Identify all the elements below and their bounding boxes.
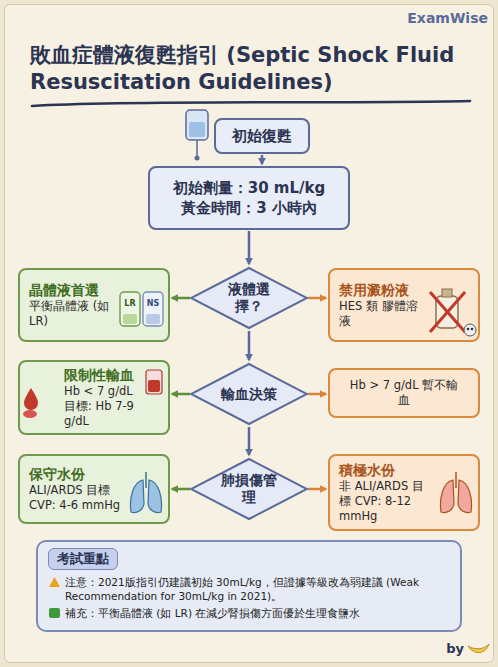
- orange-box: 禁用澱粉液HES 類 膠體溶液: [328, 268, 480, 342]
- node-heading: 限制性輸血: [64, 366, 146, 384]
- node-heading: 保守水份: [29, 465, 122, 483]
- decision-diamond: 肺損傷管理: [189, 457, 309, 521]
- blood-drop-icon: [23, 388, 38, 418]
- node-heading: 初始劑量：30 mL/kg: [158, 178, 340, 198]
- flow-arrow: [248, 427, 251, 455]
- orange-box: Hb > 7 g/dL 暫不輸血: [328, 368, 480, 418]
- note-panel: 考試重點注意：2021版指引仍建議初始 30mL/kg，但證據等級改為弱建議 (…: [36, 540, 462, 632]
- green-box: 限制性輸血Hb < 7 g/dL 目標: Hb 7-9 g/dL: [18, 360, 170, 435]
- bag-label: NS: [143, 299, 163, 308]
- flow-arrow: [172, 488, 190, 491]
- node-heading: Hb > 7 g/dL 暫不輸血: [346, 378, 462, 408]
- node-heading: 禁用澱粉液: [339, 281, 426, 299]
- flow-arrow: [308, 488, 326, 491]
- signature-label: by: [436, 641, 464, 656]
- node-body: 注意：2021版指引仍建議初始 30mL/kg，但證據等級改為弱建議 (Weak…: [48, 575, 450, 603]
- blood-bag-icon: [146, 370, 162, 394]
- flow-arrow: [308, 297, 326, 300]
- flow-arrow: [261, 155, 264, 164]
- node-body: 補充：平衡晶體液 (如 LR) 在減少腎損傷方面優於生理食鹽水: [48, 606, 450, 620]
- lungs-icon: [131, 472, 162, 513]
- node-heading: 液體選擇？: [217, 281, 281, 315]
- node-heading: 輸血決策: [221, 386, 277, 403]
- flow-arrow: [248, 331, 251, 360]
- node-heading: 初始復甦: [222, 126, 302, 146]
- flow-arrow: [308, 393, 326, 396]
- crystalloid-bags-icon: [120, 292, 163, 326]
- node-heading: 晶體液首選: [29, 281, 116, 299]
- banana-icon: [468, 644, 489, 653]
- flow-arrow: [248, 231, 251, 264]
- node-body: ALI/ARDS 目標 CVP: 4-6 mmHg: [29, 483, 122, 513]
- green-box: 保守水份ALI/ARDS 目標 CVP: 4-6 mmHg: [18, 454, 170, 524]
- node-body: 黃金時間：3 小時內: [158, 198, 340, 218]
- orange-box: 積極水份非 ALI/ARDS 目標 CVP: 8-12 mmHg: [328, 454, 480, 531]
- iv-bag-icon: [186, 110, 208, 161]
- node-body: 平衡晶體液 (如 LR): [29, 299, 116, 329]
- flow-arrow: [172, 393, 190, 396]
- decision-diamond: 輸血決策: [189, 362, 309, 426]
- node-heading: 肺損傷管理: [217, 472, 281, 506]
- decision-diamond: 液體選擇？: [189, 266, 309, 330]
- flow-arrow: [172, 297, 190, 300]
- title: 敗血症體液復甦指引 (Septic Shock Fluid Resuscitat…: [30, 42, 475, 97]
- start-box: 初始復甦: [214, 118, 310, 154]
- brand-label: ExamWise: [388, 10, 488, 26]
- node-body: Hb < 7 g/dL 目標: Hb 7-9 g/dL: [64, 384, 146, 429]
- title-underline: [32, 101, 470, 106]
- title-text: 敗血症體液復甦指引 (Septic Shock Fluid Resuscitat…: [30, 43, 454, 94]
- lungs-icon: [441, 472, 472, 513]
- node-heading: 積極水份: [339, 461, 432, 479]
- node-heading: 考試重點: [48, 548, 118, 570]
- banned-starch-icon: [430, 289, 476, 336]
- dose-box: 初始劑量：30 mL/kg黃金時間：3 小時內: [148, 166, 350, 230]
- bag-label: LR: [120, 299, 140, 308]
- node-body: HES 類 膠體溶液: [339, 299, 426, 329]
- node-body: 非 ALI/ARDS 目標 CVP: 8-12 mmHg: [339, 479, 432, 524]
